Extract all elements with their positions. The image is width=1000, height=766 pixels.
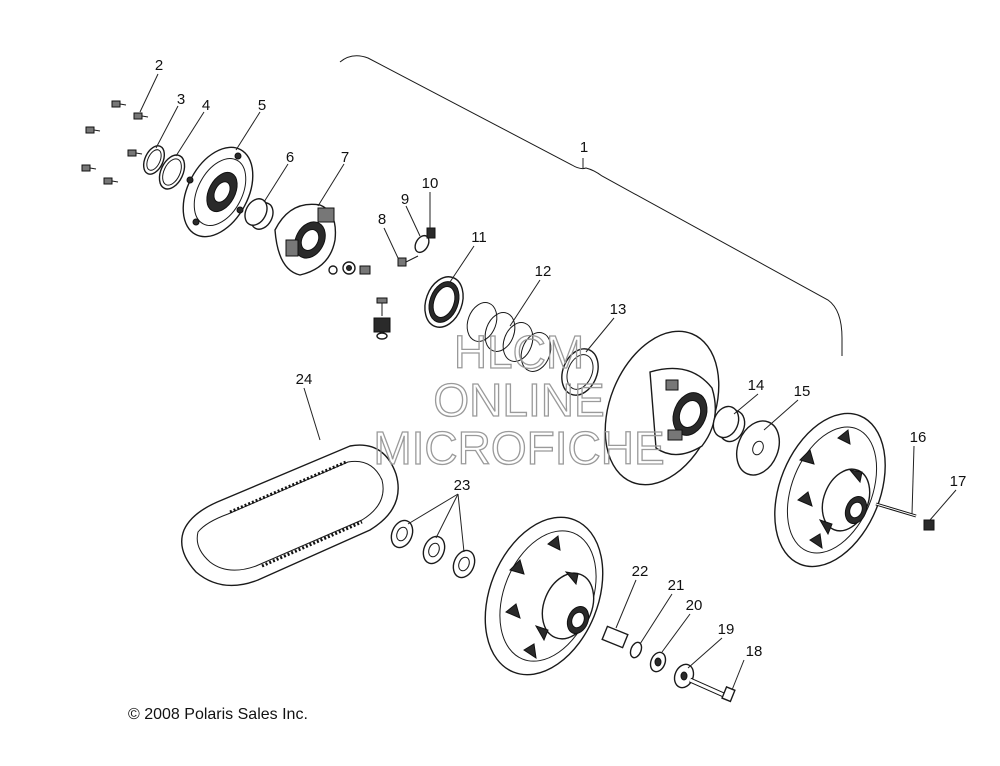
fixed-sheave — [774, 412, 886, 568]
pin — [875, 502, 917, 518]
svg-text:MICROFICHE: MICROFICHE — [373, 422, 664, 474]
washer-19 — [673, 663, 695, 689]
bolt-18 — [688, 677, 736, 703]
callout-19: 19 — [718, 621, 735, 638]
washer-21 — [629, 641, 643, 659]
callout-6: 6 — [286, 149, 294, 166]
bushing-14 — [712, 405, 746, 443]
callout-23: 23 — [454, 477, 471, 494]
shim-washers — [390, 519, 476, 579]
button-assembly — [373, 297, 391, 340]
callout-4: 4 — [202, 97, 210, 114]
moveable-sheave — [604, 330, 720, 486]
callout-5: 5 — [258, 97, 266, 114]
retaining-ring — [142, 145, 166, 175]
callout-24: 24 — [296, 371, 313, 388]
callout-16: 16 — [910, 429, 927, 446]
watermark: HLCM ONLINE MICROFICHE — [373, 325, 666, 474]
callout-8: 8 — [378, 211, 386, 228]
callout-3: 3 — [177, 91, 185, 108]
callout-18: 18 — [746, 643, 763, 660]
spring-seat — [561, 348, 599, 396]
svg-text:ONLINE: ONLINE — [433, 374, 604, 426]
callout-9: 9 — [401, 191, 409, 208]
callout-2: 2 — [155, 57, 163, 74]
ring — [158, 154, 186, 190]
small-washers — [328, 261, 371, 275]
drive-cover — [182, 146, 254, 238]
leader-lines — [139, 73, 957, 691]
spider-assembly — [274, 203, 337, 276]
copyright-notice: © 2008 Polaris Sales Inc. — [128, 706, 308, 723]
callout-10: 10 — [422, 175, 439, 192]
callout-11: 11 — [471, 229, 487, 246]
callout-13: 13 — [610, 301, 627, 318]
callout-12: 12 — [535, 263, 552, 280]
callout-22: 22 — [632, 563, 649, 580]
callout-7: 7 — [341, 149, 349, 166]
callout-15: 15 — [794, 383, 811, 400]
spring — [466, 302, 552, 372]
screws — [81, 100, 149, 185]
washer — [426, 227, 436, 239]
drive-belt — [181, 444, 399, 587]
callout-14: 14 — [748, 377, 765, 394]
spacer — [601, 625, 629, 649]
callout-20: 20 — [686, 597, 703, 614]
callout-1: 1 — [580, 139, 588, 156]
callout-21: 21 — [668, 577, 685, 594]
nut — [923, 519, 935, 531]
callout-numbers: 1 2 3 4 5 6 7 8 9 10 11 12 13 14 15 16 1… — [155, 57, 967, 660]
thrust-washer — [735, 420, 781, 476]
washer-20 — [649, 651, 667, 673]
callout-17: 17 — [950, 473, 967, 490]
bolt — [397, 255, 419, 267]
assembly-bracket — [339, 55, 843, 356]
svg-text:HLCM: HLCM — [454, 326, 584, 378]
bushing — [244, 198, 274, 230]
seal — [424, 276, 464, 328]
lower-sheave — [484, 516, 604, 676]
